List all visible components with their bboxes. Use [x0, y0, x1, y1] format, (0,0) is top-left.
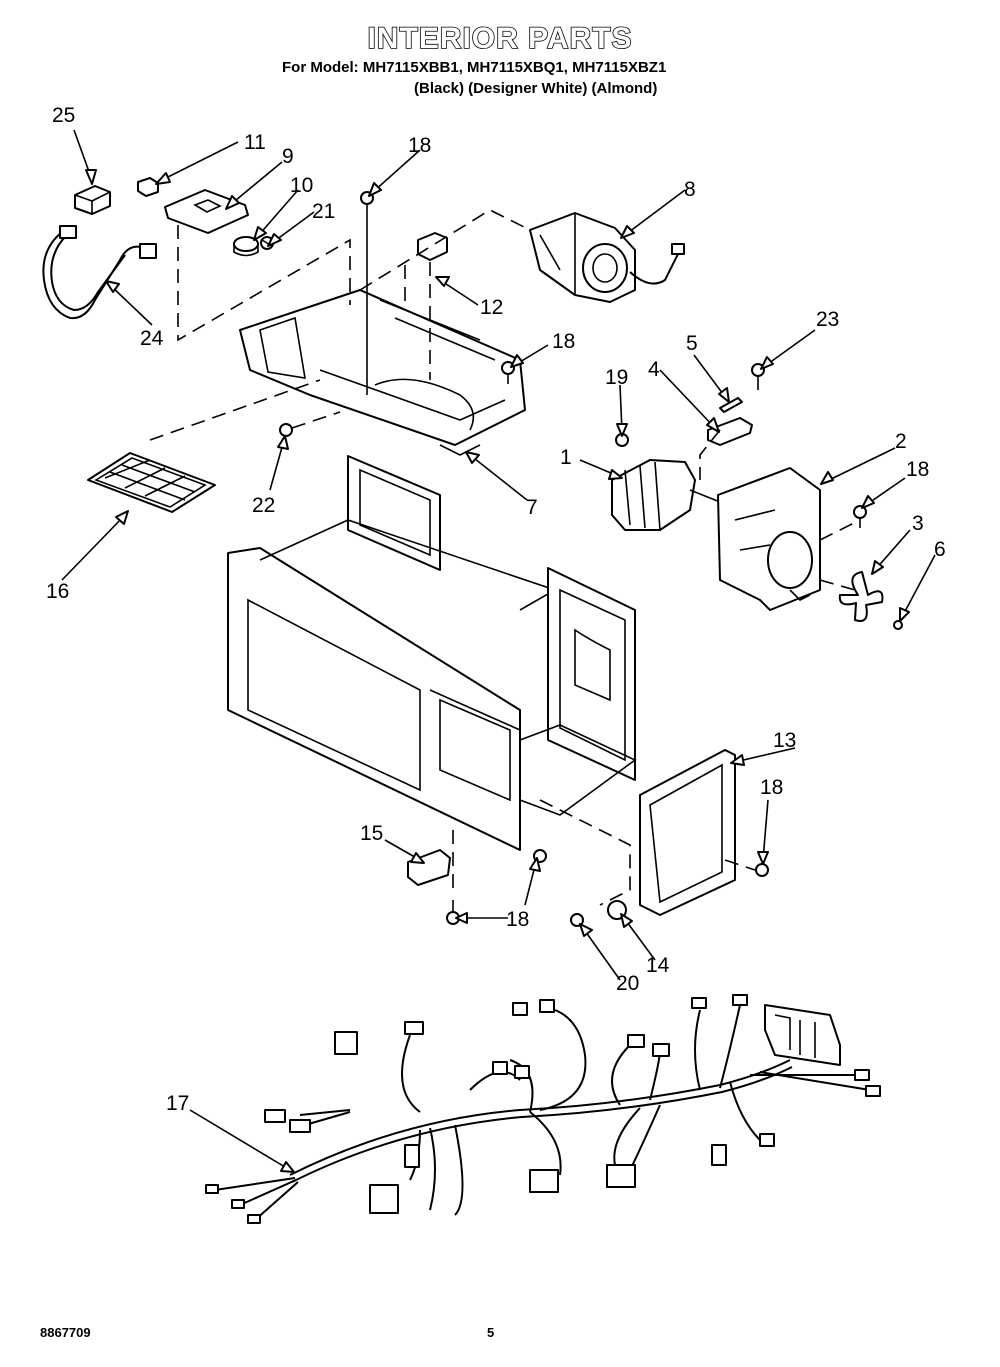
- part-5-pin: [719, 397, 743, 413]
- page-title: INTERIOR PARTS: [367, 21, 633, 56]
- part-9-bracket: [164, 189, 249, 234]
- callout-3: 3: [912, 512, 924, 535]
- callout-13: 13: [773, 729, 796, 752]
- callout-9: 9: [282, 145, 294, 168]
- callout-24: 24: [140, 327, 164, 350]
- part-2-fan-housing: [717, 467, 821, 611]
- callout-23: 23: [816, 308, 839, 331]
- part-18-screw-lower-right: [755, 863, 769, 877]
- assembly-guide-lines: [149, 209, 861, 906]
- callout-17: 17: [166, 1092, 189, 1115]
- callout-14: 14: [646, 954, 670, 977]
- callout-21: 21: [312, 200, 335, 223]
- callout-6: 6: [934, 538, 946, 561]
- callout-2: 2: [895, 430, 907, 453]
- color-line: (Black) (Designer White) (Almond): [414, 80, 658, 97]
- callout-8: 8: [684, 178, 696, 201]
- part-3-fan-blade: [838, 571, 884, 622]
- part-8-blower-motor: [529, 212, 685, 303]
- callout-18-right: 18: [906, 458, 929, 481]
- part-13-side-cover: [639, 749, 736, 916]
- callout-18-top: 18: [408, 134, 431, 157]
- part-1-fan-motor: [611, 459, 741, 531]
- callout-16: 16: [46, 580, 69, 603]
- model-line: For Model: MH7115XBB1, MH7115XBQ1, MH711…: [282, 59, 667, 76]
- part-22-screw: [279, 423, 293, 437]
- callout-7: 7: [526, 496, 538, 519]
- callout-22: 22: [252, 494, 275, 517]
- part-16-filter: [87, 452, 216, 513]
- part-10-cutout: [233, 236, 259, 257]
- callout-25: 25: [52, 104, 75, 127]
- part-25-connector: [74, 185, 111, 215]
- callout-15: 15: [360, 822, 383, 845]
- part-12-switch: [417, 232, 448, 261]
- part-6-clip: [893, 620, 903, 630]
- oven-cavity-assembly: [227, 455, 637, 851]
- callout-18-lower-right: 18: [760, 776, 783, 799]
- callout-18-mid: 18: [552, 330, 575, 353]
- callout-12: 12: [480, 296, 503, 319]
- part-18-screw-right: [853, 505, 867, 528]
- callout-11: 11: [244, 131, 266, 154]
- leader-lines: [61, 129, 936, 1173]
- part-17-wire-harness: [205, 994, 881, 1224]
- part-18-screw-bottom: [446, 900, 460, 925]
- part-24-wire-harness: [42, 225, 157, 320]
- callout-4: 4: [648, 358, 660, 381]
- page-number: 5: [487, 1325, 495, 1340]
- part-20-screw: [570, 913, 584, 927]
- callout-labels: 25 11 9 10 21 24 18 8 12 18 23 5 4 19 1 …: [46, 104, 946, 1115]
- callout-20: 20: [616, 972, 639, 995]
- callout-5: 5: [686, 332, 698, 355]
- part-4-latch: [707, 417, 753, 446]
- callout-18-bottom: 18: [506, 908, 529, 931]
- part-11-clip: [137, 177, 159, 197]
- callout-19: 19: [605, 366, 628, 389]
- document-number: 8867709: [40, 1325, 91, 1340]
- callout-1: 1: [560, 446, 572, 469]
- callout-10: 10: [290, 174, 313, 197]
